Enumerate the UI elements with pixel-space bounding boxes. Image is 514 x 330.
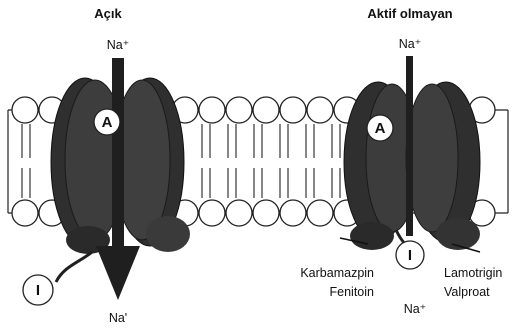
drug-fenitoin: Fenitoin xyxy=(330,285,375,299)
drug-labels-right: Lamotrigin Valproat xyxy=(444,266,502,299)
svg-text:I: I xyxy=(36,282,40,299)
svg-text:A: A xyxy=(375,120,386,137)
inactive-state-title: Aktif olmayan xyxy=(367,6,452,21)
drug-labels-left: Karbamazpin Fenitoin xyxy=(300,266,374,299)
open-state-title: Açık xyxy=(94,6,122,21)
open-na-bottom-label: Na' xyxy=(109,311,127,325)
drug-lamotrigin: Lamotrigin xyxy=(444,266,502,280)
open-activation-gate: A xyxy=(94,109,120,135)
svg-text:I: I xyxy=(408,247,412,264)
inactive-na-stem xyxy=(406,56,413,236)
svg-text:A: A xyxy=(102,114,113,131)
inactive-activation-gate: A xyxy=(367,115,393,141)
open-inactivation-gate: I xyxy=(23,252,92,305)
inactive-na-bottom-label: Na⁺ xyxy=(404,302,427,316)
drug-valproat: Valproat xyxy=(444,285,490,299)
inactive-na-top-label: Na⁺ xyxy=(399,37,422,51)
drug-karbamazpin: Karbamazpin xyxy=(300,266,374,280)
open-na-top-label: Na⁺ xyxy=(107,38,130,52)
